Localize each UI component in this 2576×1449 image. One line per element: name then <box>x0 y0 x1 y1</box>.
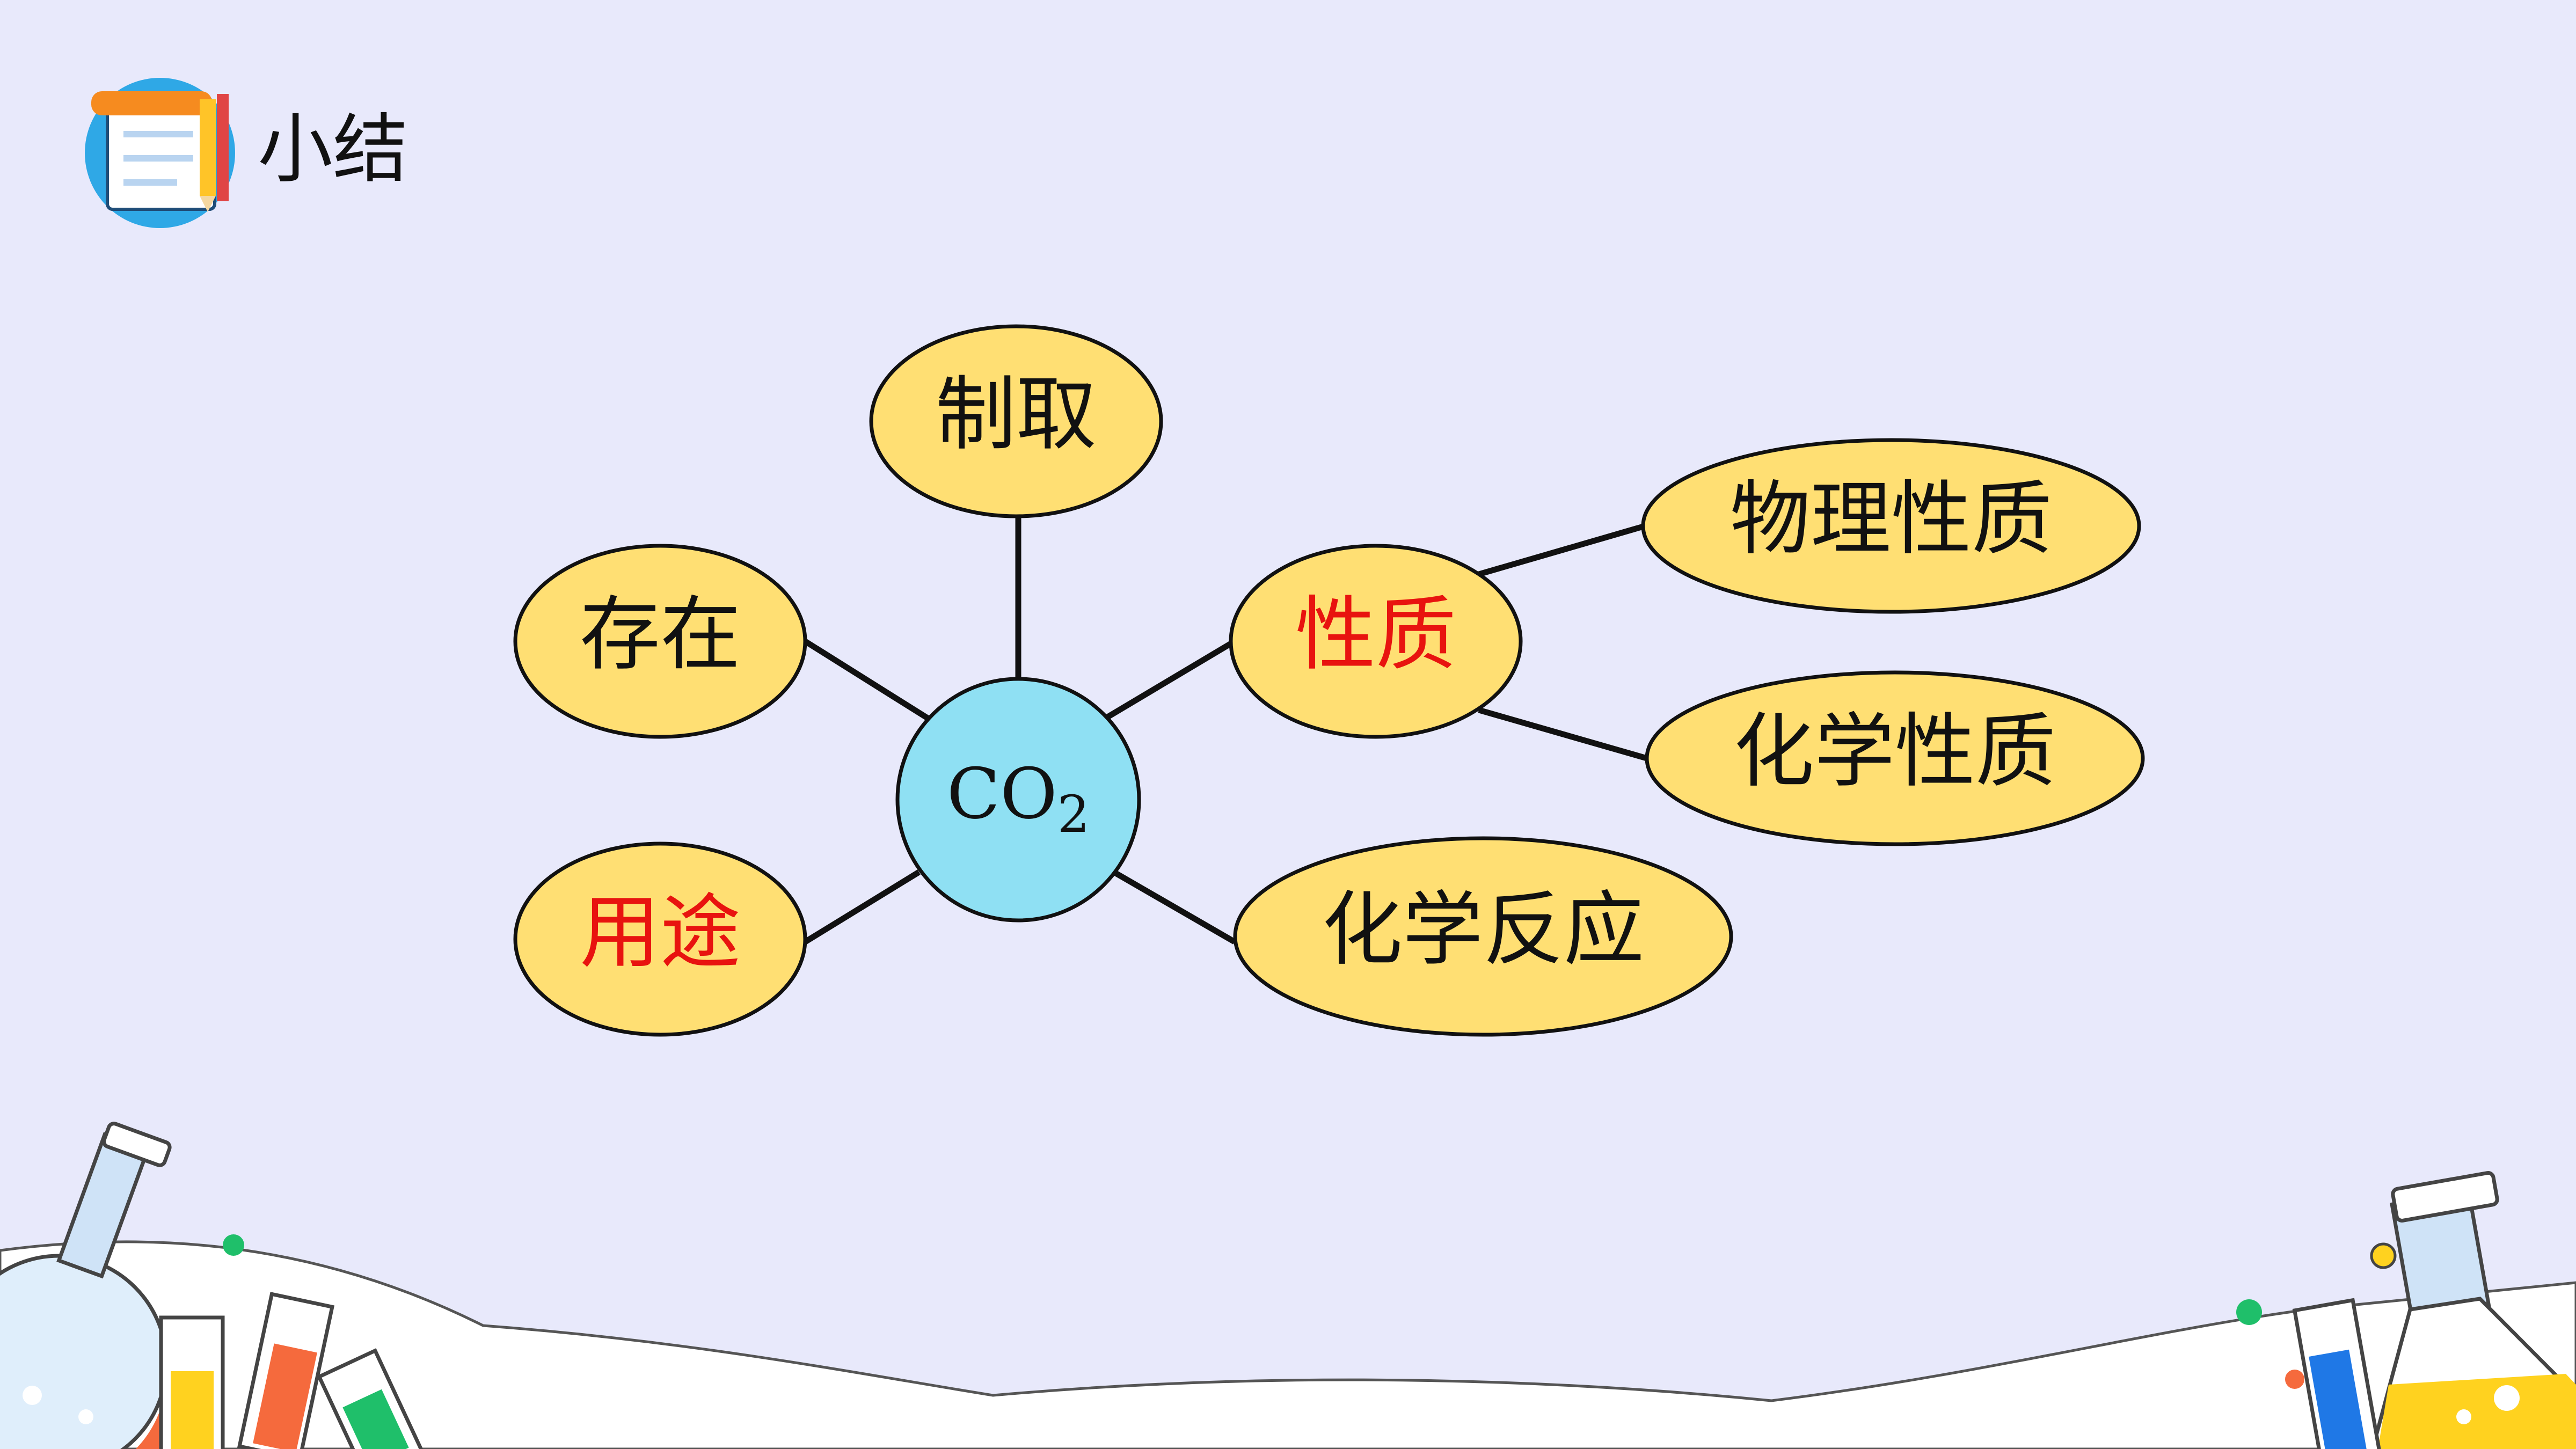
node-zhiqu: 制取 <box>869 324 1163 518</box>
node-huaxue-fanying: 化学反应 <box>1233 836 1733 1037</box>
node-label-highlight: 性质 <box>1295 588 1456 682</box>
diagram-connectors <box>804 518 1652 945</box>
node-label: 化学性质 <box>1734 705 2056 799</box>
node-huaxue-xingzhi: 化学性质 <box>1645 670 2145 846</box>
node-label: 物理性质 <box>1730 473 2052 566</box>
center-formula: CO <box>947 753 1057 835</box>
node-xingzhi: 性质 <box>1229 544 1523 739</box>
notebook-icon <box>85 78 235 228</box>
svg-text:CO2: CO2 <box>947 753 1090 845</box>
page-title: 小结 <box>258 106 408 194</box>
lab-glassware-left <box>0 1122 432 1449</box>
center-formula-subscript: 2 <box>1057 785 1090 844</box>
node-wuli-xingzhi: 物理性质 <box>1641 438 2141 614</box>
node-label: 存在 <box>580 588 741 682</box>
node-cunzai: 存在 <box>513 544 807 739</box>
node-label: 制取 <box>936 368 1097 462</box>
node-label-highlight: 用途 <box>580 886 741 979</box>
lab-glassware-right <box>2236 1171 2576 1449</box>
node-yongtu: 用途 <box>513 841 807 1037</box>
center-node-co2: CO2 <box>895 677 1141 923</box>
node-label: 化学反应 <box>1322 883 1644 977</box>
